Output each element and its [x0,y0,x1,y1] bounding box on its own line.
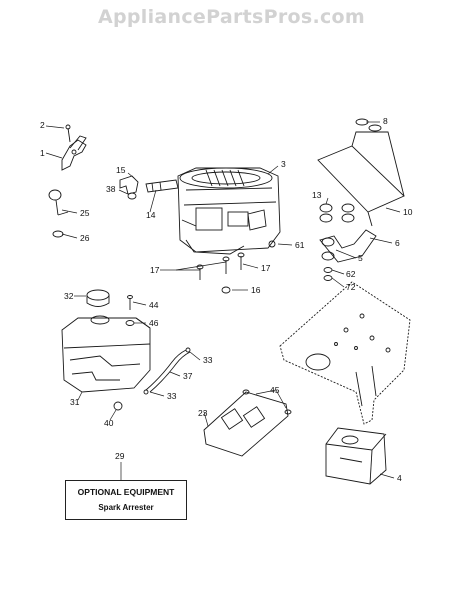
callout-16: 16 [251,285,261,295]
callout-17-left: 17 [150,265,160,275]
fuel-line-part [143,347,191,395]
callout-46: 46 [149,318,159,328]
callout-5: 5 [358,253,363,263]
callout-15: 15 [116,165,126,175]
callout-8: 8 [383,116,388,126]
muffler-part [325,427,387,485]
callout-14: 14 [146,210,156,220]
callout-40: 40 [104,418,114,428]
chassis-frame-part [279,281,411,425]
callout-10: 10 [403,207,413,217]
grommet-40-part [113,401,123,411]
callout-33-bottom: 33 [167,391,177,401]
callout-72: 72 [346,282,356,292]
choke-knob-part [48,189,69,238]
engine-part [177,167,281,255]
optional-equipment-box: OPTIONAL EQUIPMENT Spark Arrester [65,480,187,520]
callout-61: 61 [295,240,305,250]
throttle-control-part [61,124,87,171]
callout-33-top: 33 [203,355,213,365]
leader-lines [45,121,401,480]
callout-44: 44 [149,300,159,310]
optional-equipment-title: OPTIONAL EQUIPMENT [77,487,175,497]
fuel-cap-part [86,289,110,307]
fuel-tank-bolt-part [125,295,135,326]
fuel-tank-part [61,315,151,393]
callout-37: 37 [183,371,193,381]
callout-6: 6 [395,238,400,248]
spark-arrester-label: Spark Arrester [98,503,154,512]
washer-16-part [221,286,231,294]
callout-31: 31 [70,397,80,407]
watermark-logo: AppliancePartsPros.com [97,6,365,28]
callout-38: 38 [106,184,116,194]
callout-26: 26 [80,233,90,243]
callout-45: 45 [270,385,280,395]
mount-bracket-part [203,389,292,457]
callout-labels: 2 1 15 38 14 3 8 10 13 6 5 62 72 61 25 2… [40,116,413,483]
callout-17-right: 17 [261,263,271,273]
callout-4: 4 [397,473,402,483]
callout-2: 2 [40,120,45,130]
callout-29: 29 [115,451,125,461]
callout-13: 13 [312,190,322,200]
mounting-bolts-part [196,252,245,280]
callout-23: 23 [198,408,208,418]
callout-62: 62 [346,269,356,279]
callout-32: 32 [64,291,74,301]
callout-25: 25 [80,208,90,218]
callout-1: 1 [40,148,45,158]
elbow-fitting-part [119,175,179,200]
callout-3: 3 [281,159,286,169]
